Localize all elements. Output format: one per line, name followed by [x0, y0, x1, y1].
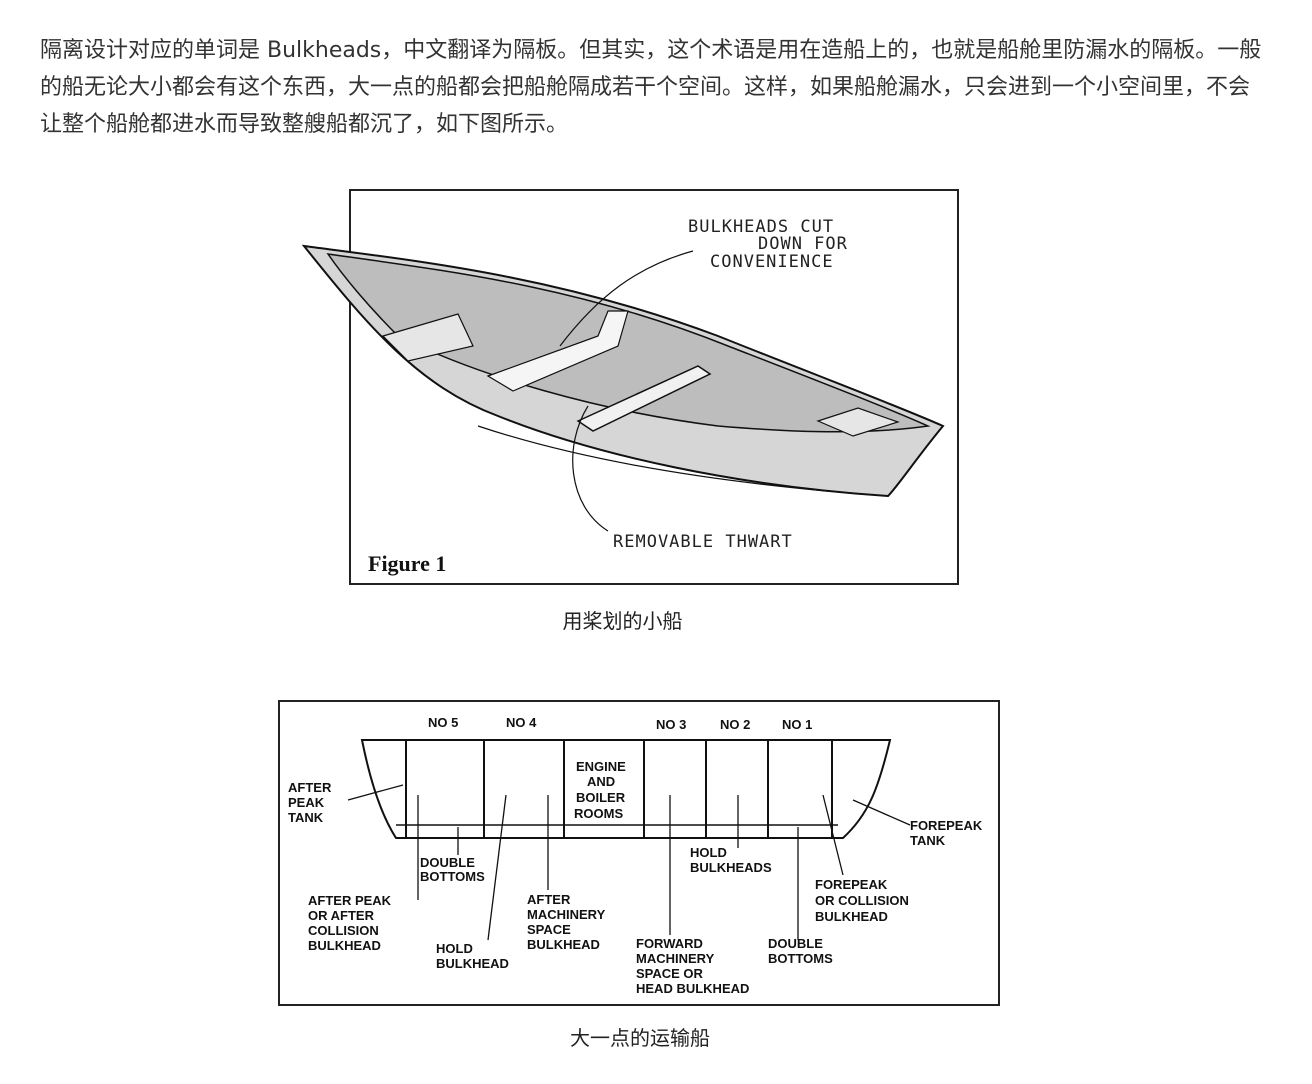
hold-bulkhead-l1: HOLD [436, 941, 473, 956]
figure1-title: Figure 1 [368, 551, 446, 576]
engine-label-l3: BOILER [576, 790, 626, 805]
engine-label-l1: ENGINE [576, 759, 626, 774]
compartment-no4: NO 4 [506, 715, 537, 730]
hold-bulkheads-l1: HOLD [690, 845, 727, 860]
after-peak-tank-l2: PEAK [288, 795, 325, 810]
forward-machinery-l2: MACHINERY [636, 951, 715, 966]
compartment-no1: NO 1 [782, 717, 812, 732]
transport-ship-figure: NO 5 NO 4 NO 3 NO 2 NO 1 ENGINE AND BOIL… [278, 700, 1002, 1008]
intro-paragraph: 隔离设计对应的单词是 Bulkheads，中文翻译为隔板。但其实，这个术语是用在… [40, 38, 1262, 137]
forepeak-collision-l2: OR COLLISION [815, 893, 909, 908]
compartment-no3: NO 3 [656, 717, 686, 732]
hull-waterline [477, 425, 889, 497]
double-bottoms-aft-l2: BOTTOMS [420, 869, 485, 884]
forepeak-tank-l1: FOREPEAK [910, 818, 983, 833]
callout-leader-thwart [572, 405, 609, 532]
forward-machinery-l4: HEAD BULKHEAD [636, 981, 749, 996]
fore-bulkhead [816, 407, 900, 437]
compartment-no2: NO 2 [720, 717, 750, 732]
hold-bulkheads-l2: BULKHEADS [690, 860, 772, 875]
bulkhead-cut [486, 310, 629, 392]
pointer-lines [347, 784, 911, 941]
double-bottoms-fore-l2: BOTTOMS [768, 951, 833, 966]
callout-thwart: REMOVABLE THWART [613, 532, 793, 552]
ship-hull [360, 739, 892, 839]
aft-bulkhead [381, 313, 474, 362]
double-bottoms-fore-l1: DOUBLE [768, 936, 823, 951]
callout-bulkheads-line2: DOWN FOR [758, 234, 848, 254]
callout-leader-bulkheads [559, 250, 694, 347]
figure2-caption: 大一点的运输船 [570, 1026, 710, 1050]
after-machinery-l1: AFTER [527, 892, 571, 907]
figure1-caption: 用桨划的小船 [562, 609, 683, 633]
removable-thwart [576, 365, 712, 432]
hold-bulkhead-l2: BULKHEAD [436, 956, 509, 971]
rowing-boat-illustration: BULKHEADS CUT DOWN FOR CONVENIENCE REMOV… [301, 189, 959, 585]
forepeak-collision-l3: BULKHEAD [815, 909, 888, 924]
engine-label-l4: ROOMS [574, 806, 623, 821]
forward-machinery-l3: SPACE OR [636, 966, 704, 981]
bulkhead-lines [405, 740, 833, 838]
after-peak-tank-l3: TANK [288, 810, 324, 825]
rowing-boat-figure: BULKHEADS CUT DOWN FOR CONVENIENCE REMOV… [298, 186, 960, 588]
after-peak-bulkhead-l2: OR AFTER [308, 908, 375, 923]
after-machinery-l3: SPACE [527, 922, 571, 937]
after-peak-bulkhead-l1: AFTER PEAK [308, 893, 392, 908]
forepeak-collision-l1: FOREPEAK [815, 877, 888, 892]
engine-label-l2: AND [587, 774, 615, 789]
compartment-no5: NO 5 [428, 715, 458, 730]
callout-bulkheads-line3: CONVENIENCE [710, 252, 834, 272]
after-machinery-l4: BULKHEAD [527, 937, 600, 952]
figure2-frame [278, 700, 1000, 1006]
ship-bulkhead-diagram: NO 5 NO 4 NO 3 NO 2 NO 1 ENGINE AND BOIL… [278, 700, 1000, 1006]
forepeak-tank-l2: TANK [910, 833, 946, 848]
after-peak-bulkhead-l4: BULKHEAD [308, 938, 381, 953]
after-peak-tank-l1: AFTER [288, 780, 332, 795]
forward-machinery-l1: FORWARD [636, 936, 703, 951]
double-bottoms-aft-l1: DOUBLE [420, 855, 475, 870]
callout-bulkheads-line1: BULKHEADS CUT [688, 217, 834, 237]
after-machinery-l2: MACHINERY [527, 907, 606, 922]
after-peak-bulkhead-l3: COLLISION [308, 923, 379, 938]
